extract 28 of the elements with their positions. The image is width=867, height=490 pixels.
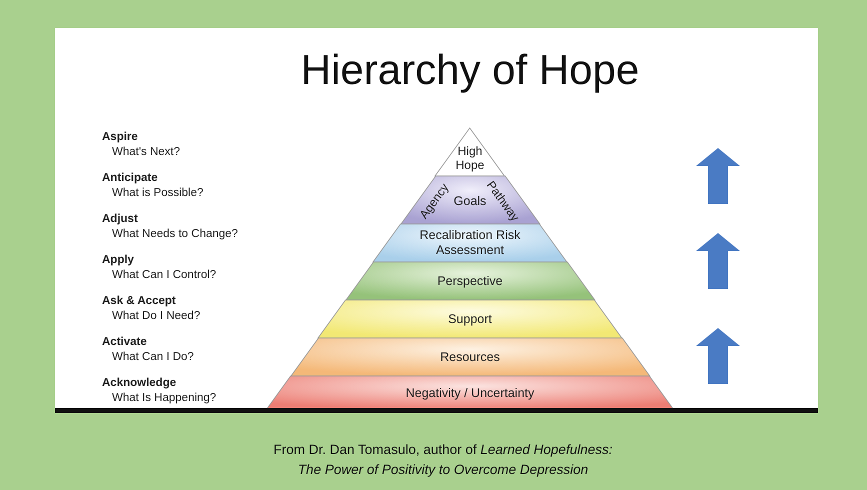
stage-label: Anticipate [102,172,158,184]
pyramid-layer [318,300,622,338]
question-label: What Needs to Change? [112,228,238,240]
layer-label: Recalibration Risk Assessment [418,228,522,258]
title: Hierarchy of Hope [300,46,640,94]
question-label: What's Next? [112,146,180,158]
layer-label: Perspective [436,274,504,288]
layer-label: Negativity / Uncertainty [404,386,536,400]
stage-label: Adjust [102,213,138,225]
question-label: What is Possible? [112,187,204,199]
layer-label: Goals [452,194,487,209]
question-label: What Do I Need? [112,310,200,322]
pyramid-layer [400,176,540,224]
layer-label: Resources [439,350,501,364]
pyramid-layer [435,128,505,176]
stage-label: Apply [102,254,134,266]
caption: From Dr. Dan Tomasulo, author of Learned Hopefulness: The Power of Positivity to Overcome Depression [272,441,614,479]
pyramid-layer [290,338,650,376]
layer-label: Support [447,312,493,326]
stage-label: Acknowledge [102,377,176,389]
stage-label: Ask & Accept [102,295,176,307]
question-label: What Can I Control? [112,269,216,281]
pyramid-layer [373,224,567,262]
stage-label: Activate [102,336,147,348]
layer-label: High Hope [454,144,486,173]
stage-label: Aspire [102,131,138,143]
question-label: What Can I Do? [112,351,194,363]
question-label: What Is Happening? [112,392,216,404]
